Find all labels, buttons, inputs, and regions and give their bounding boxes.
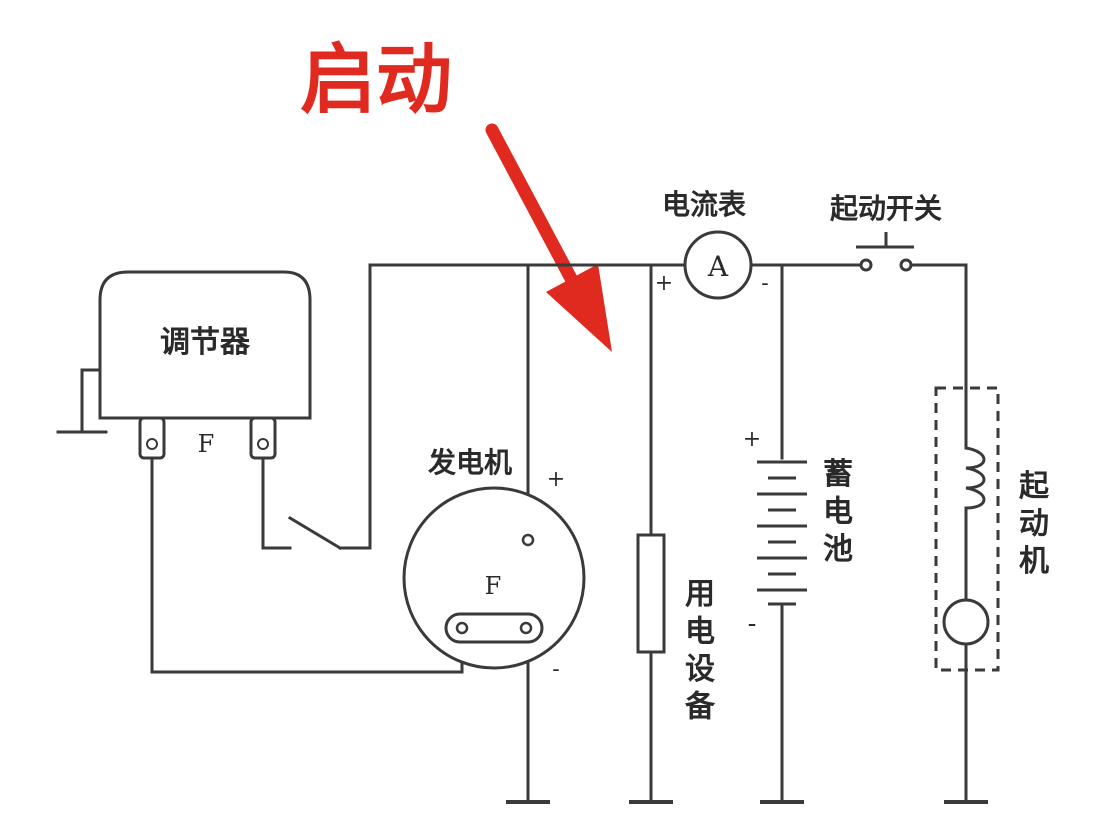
- ammeter-label: 电流表: [662, 188, 746, 221]
- ammeter-plus-sign: +: [655, 271, 673, 296]
- regulator: [98, 270, 312, 460]
- generator-plus-sign: +: [547, 467, 565, 492]
- regulator-ground-wire: [80, 368, 102, 434]
- annotation-title: 启动: [300, 35, 452, 124]
- starter-label: 起动机: [1019, 469, 1050, 579]
- generator: [402, 486, 586, 670]
- svg-text:用电设备: 用电设备: [685, 577, 716, 725]
- battery-label: 蓄电池: [823, 457, 853, 567]
- battery-minus-sign: -: [748, 609, 757, 639]
- ammeter-minus-sign: -: [761, 271, 768, 296]
- ammeter: [683, 230, 753, 300]
- svg-text:起动机: 起动机: [1019, 469, 1050, 579]
- ammeter-symbol: A: [707, 250, 729, 283]
- battery-plus-sign: +: [743, 427, 761, 452]
- load-label: 用电设备: [685, 577, 716, 725]
- generator-field-bracket: [444, 612, 544, 644]
- starter-motor: [934, 386, 1000, 672]
- start-switch: [856, 232, 914, 272]
- regulator-contact: [287, 515, 343, 551]
- generator-field-label: F: [485, 572, 502, 600]
- battery: [757, 460, 807, 606]
- starter-dashed-box: [934, 386, 1000, 672]
- generator-plus-terminal: [521, 533, 535, 547]
- regulator-label: 调节器: [160, 325, 251, 360]
- regulator-terminal-label: F: [198, 430, 215, 458]
- generator-label: 发电机: [427, 446, 512, 479]
- starter-coil: [965, 446, 986, 510]
- starter-motor-symbol: [942, 598, 990, 646]
- load-resistor: [636, 533, 666, 654]
- generator-minus-sign: -: [552, 657, 559, 682]
- svg-text:蓄电池: 蓄电池: [823, 457, 853, 567]
- start-switch-label: 起动开关: [830, 192, 942, 225]
- annotation-arrow: [485, 123, 612, 352]
